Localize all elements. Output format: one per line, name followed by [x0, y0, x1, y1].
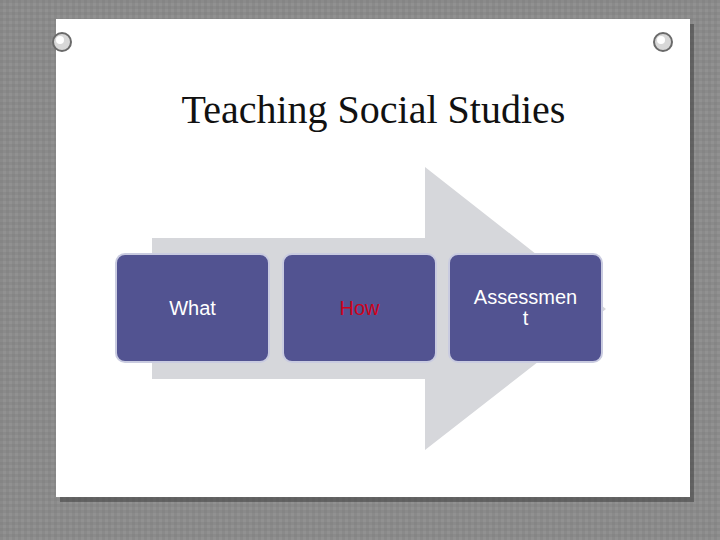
box-label: How: [339, 298, 379, 319]
process-box: How: [282, 253, 437, 363]
process-box: What: [115, 253, 270, 363]
pin: [654, 33, 672, 51]
pin: [53, 33, 71, 51]
box-label: What: [169, 298, 216, 319]
box-label: Assessmen t: [472, 287, 580, 329]
process-box: Assessmen t: [448, 253, 603, 363]
white-panel: [56, 19, 690, 497]
slide-title: Teaching Social Studies: [57, 86, 690, 133]
